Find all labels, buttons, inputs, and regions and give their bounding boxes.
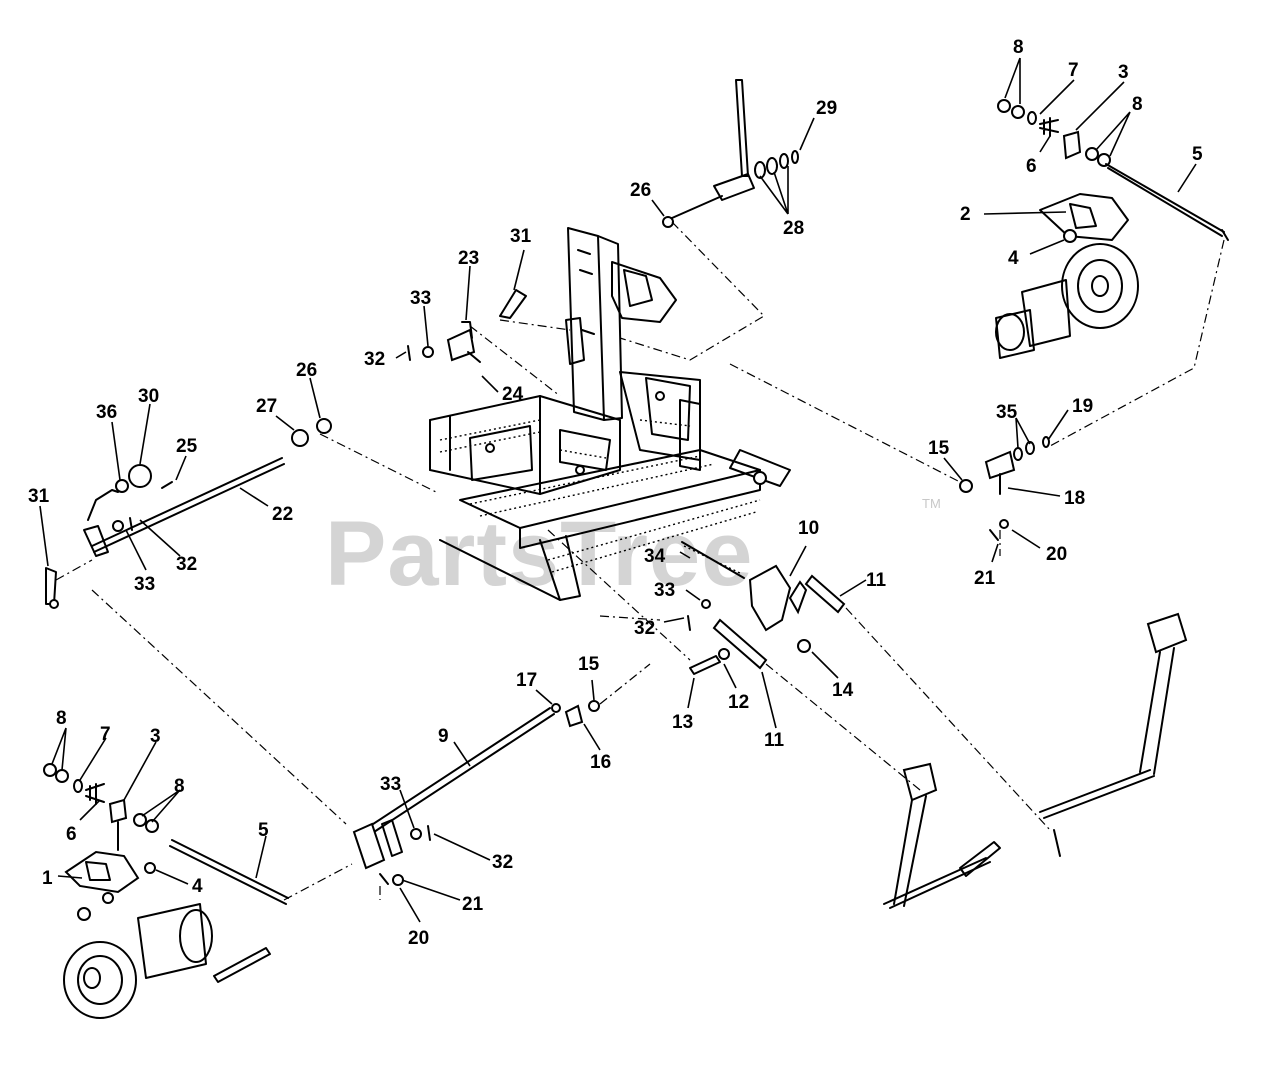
watermark: PartsTree TM: [325, 496, 941, 605]
callout-14: 14: [832, 680, 854, 701]
callout-31: 31: [510, 226, 532, 247]
callout-15: 15: [578, 654, 600, 675]
callout-25: 25: [176, 436, 198, 457]
callout-20: 20: [1046, 544, 1067, 565]
callout-32: 32: [176, 554, 197, 575]
upper-center-pivot: [407, 289, 571, 397]
callout-32: 32: [634, 618, 655, 639]
callout-34: 34: [644, 546, 666, 567]
callout-32: 32: [364, 349, 385, 370]
callout-24: 24: [502, 384, 524, 405]
callout-20: 20: [408, 928, 429, 949]
callout-16: 16: [590, 752, 611, 773]
callout-13: 13: [672, 712, 693, 733]
callout-7: 7: [100, 724, 111, 745]
callout-31: 31: [28, 486, 50, 507]
callout-11: 11: [866, 570, 887, 591]
callout-33: 33: [380, 774, 401, 795]
callout-21: 21: [462, 894, 484, 915]
right-pivot-assembly: [959, 436, 1050, 541]
callout-17: 17: [516, 670, 537, 691]
callout-21: 21: [974, 568, 996, 589]
callout-29: 29: [816, 98, 837, 119]
centerlines: [55, 221, 1225, 901]
callout-26: 26: [630, 180, 651, 201]
callout-4: 4: [1008, 248, 1019, 269]
callout-6: 6: [1026, 156, 1037, 177]
callout-33: 33: [134, 574, 155, 595]
callout-30: 30: [138, 386, 159, 407]
callout-3: 3: [1118, 62, 1129, 83]
callout-33: 33: [410, 288, 431, 309]
callout-18: 18: [1064, 488, 1085, 509]
watermark-text: PartsTree: [325, 503, 753, 605]
callout-9: 9: [438, 726, 449, 747]
callout-10: 10: [798, 518, 819, 539]
callout-19: 19: [1072, 396, 1093, 417]
callout-8: 8: [1013, 37, 1024, 58]
callout-1: 1: [42, 868, 53, 889]
callout-4: 4: [192, 876, 203, 897]
callout-8: 8: [56, 708, 67, 729]
callout-8: 8: [174, 776, 185, 797]
callout-15: 15: [928, 438, 950, 459]
callout-7: 7: [1068, 60, 1079, 81]
callout-32: 32: [492, 852, 513, 873]
watermark-trademark: TM: [922, 496, 941, 511]
middle-brake-arm-assembly: [681, 541, 846, 675]
callout-5: 5: [258, 820, 269, 841]
callout-22: 22: [272, 504, 293, 525]
chassis-frame: [429, 227, 791, 601]
callout-3: 3: [150, 726, 161, 747]
lower-shaft-assembly: [352, 700, 600, 886]
callout-5: 5: [1192, 144, 1203, 165]
callouts: 8 7 3 8 6 5 2 4 29 26 28 31 23 33 32 24 …: [28, 37, 1203, 949]
callout-33: 33: [654, 580, 675, 601]
left-shaft-assembly: [45, 418, 332, 609]
callout-26: 26: [296, 360, 317, 381]
lower-left-brake-assembly: [43, 763, 289, 1019]
callout-36: 36: [96, 402, 117, 423]
callout-35: 35: [996, 402, 1018, 423]
callout-23: 23: [458, 248, 479, 269]
callout-11: 11: [764, 730, 785, 751]
callout-6: 6: [66, 824, 77, 845]
callout-12: 12: [728, 692, 749, 713]
callout-8: 8: [1132, 94, 1143, 115]
pedal-assemblies: [883, 612, 1188, 909]
callout-27: 27: [256, 396, 277, 417]
leader-lines: [39, 57, 1197, 923]
top-lever-assembly: [662, 79, 799, 228]
callout-28: 28: [783, 218, 804, 239]
callout-2: 2: [960, 204, 971, 225]
upper-right-brake-assembly: [995, 99, 1229, 359]
